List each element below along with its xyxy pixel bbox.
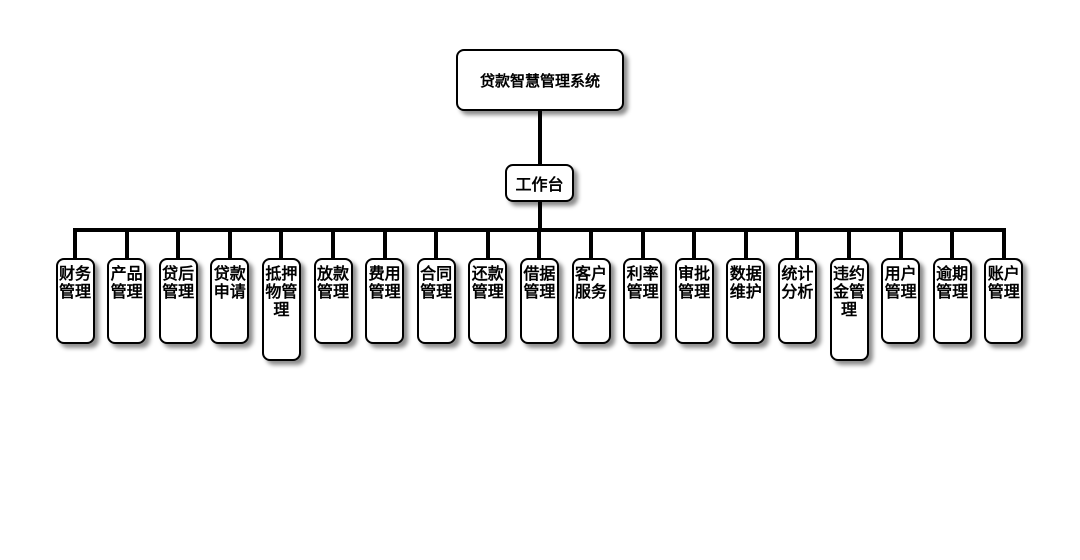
connector-root-middle: [538, 111, 542, 164]
root-node: 贷款智慧管理系统: [456, 49, 624, 111]
connector-leaf: [795, 230, 800, 258]
leaf-node: 审批管理: [674, 258, 714, 344]
connector-leaf: [176, 230, 181, 258]
leaf-node: 还款管理: [468, 258, 508, 344]
connector-leaf: [743, 230, 748, 258]
middle-node: 工作台: [505, 164, 574, 202]
leaf-node: 数据维护: [726, 258, 766, 344]
connector-leaf: [898, 230, 903, 258]
leaf-node: 贷款申请: [210, 258, 250, 344]
connector-leaf: [692, 230, 697, 258]
connector-leaf: [589, 230, 593, 258]
leaf-node: 产品管理: [107, 258, 147, 344]
leaf-node: 贷后管理: [158, 258, 198, 344]
leaf-node: 抵押物管理: [261, 258, 301, 361]
connector-leaf: [640, 230, 645, 258]
connector-middle-bus: [538, 202, 542, 231]
connector-leaf: [382, 230, 387, 258]
leaf-node: 费用管理: [365, 258, 405, 344]
connector-leaf: [847, 230, 851, 258]
leaf-node: 统计分析: [777, 258, 817, 344]
leaf-node: 账户管理: [984, 258, 1024, 344]
connector-leaf: [279, 230, 284, 258]
connector-leaf: [434, 230, 439, 258]
connector-leaf: [227, 230, 232, 258]
leaf-node: 逾期管理: [932, 258, 972, 344]
leaf-node: 财务管理: [55, 258, 95, 344]
connector-leaf: [950, 230, 955, 258]
connector-leaf: [485, 230, 490, 258]
connector-leaf: [537, 230, 542, 258]
connector-leaf: [124, 230, 129, 258]
leaf-node: 违约金管理: [829, 258, 869, 361]
leaf-node: 放款管理: [313, 258, 353, 344]
leaf-node: 用户管理: [881, 258, 921, 344]
connector-leaf: [331, 230, 335, 258]
leaf-node: 客户服务: [571, 258, 611, 344]
connector-leaf: [73, 230, 77, 258]
leaf-node: 借据管理: [519, 258, 559, 344]
leaf-node: 合同管理: [416, 258, 456, 344]
connector-leaf: [1001, 230, 1006, 258]
leaf-node: 利率管理: [623, 258, 663, 344]
